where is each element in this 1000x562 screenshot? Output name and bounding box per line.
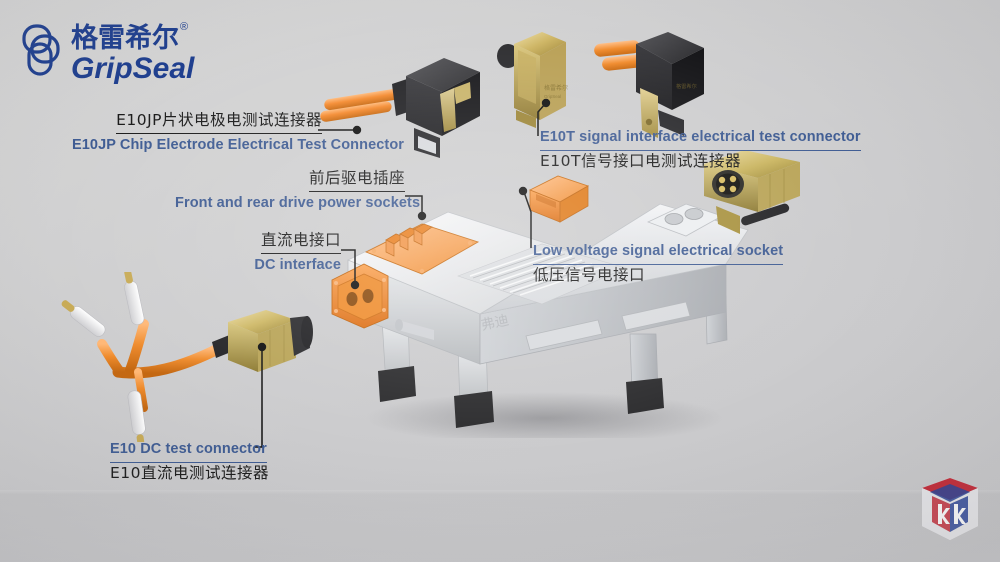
annotation-e10jp-cn: E10JP片状电极电测试连接器 xyxy=(116,110,322,134)
device-cylinder xyxy=(395,319,434,340)
svg-text:格雷希尔: 格雷希尔 xyxy=(676,82,697,90)
annotation-dc-interface-cn: 直流电接口 xyxy=(260,230,341,254)
part-e10-dc-connector xyxy=(52,269,322,448)
gripseal-logo: 格雷希尔 GripSeal ® xyxy=(16,14,216,86)
floor-band xyxy=(0,490,1000,562)
power-control-unit: 弗迪 xyxy=(330,168,750,444)
annotation-e10-dc-cn: E10直流电测试连接器 xyxy=(110,463,270,482)
part-e10jp-connector xyxy=(318,32,498,162)
logo-en-text: GripSeal xyxy=(71,52,195,85)
logo-cn-text: 格雷希尔 xyxy=(71,23,179,54)
annotation-e10jp: E10JP片状电极电测试连接器 E10JP Chip Electrode Ele… xyxy=(72,110,404,156)
annotation-e10-dc-en: E10 DC test connector xyxy=(110,440,267,463)
annotation-e10t: E10T signal interface electrical test co… xyxy=(540,126,861,172)
device-covers xyxy=(525,301,691,351)
svg-text:GripSeal: GripSeal xyxy=(544,94,561,99)
annotation-e10t-cn: E10T信号接口电测试连接器 xyxy=(540,151,741,170)
annotation-dc-interface: 直流电接口 DC interface xyxy=(195,230,341,276)
svg-text:格雷希尔: 格雷希尔 xyxy=(544,84,568,92)
socket-low-voltage xyxy=(528,175,590,223)
svg-text:弗迪: 弗迪 xyxy=(480,312,511,333)
device-top-boss xyxy=(646,203,723,237)
annotation-e10-dc: E10 DC test connector E10直流电测试连接器 xyxy=(110,438,350,484)
socket-front-rear-drive xyxy=(364,223,480,275)
annotation-front-rear-drive: 前后驱电插座 Front and rear drive power socket… xyxy=(175,168,420,214)
annotation-e10jp-en: E10JP Chip Electrode Electrical Test Con… xyxy=(72,136,405,153)
annotation-low-voltage: Low voltage signal electrical socket 低压信… xyxy=(533,240,823,286)
cube-logo-watermark xyxy=(908,470,992,550)
part-gold-signal-socket xyxy=(700,148,810,248)
annotation-low-voltage-cn: 低压信号电接口 xyxy=(533,265,646,284)
annotation-front-rear-drive-cn: 前后驱电插座 xyxy=(308,168,405,192)
annotation-front-rear-drive-en: Front and rear drive power sockets xyxy=(175,194,421,211)
annotation-e10t-en: E10T signal interface electrical test co… xyxy=(540,128,861,151)
registered-mark: ® xyxy=(180,21,188,33)
device-emboss: 弗迪 xyxy=(480,312,511,333)
heatsink-fins xyxy=(457,243,627,305)
annotation-dc-interface-en: DC interface xyxy=(254,256,341,273)
annotation-low-voltage-en: Low voltage signal electrical socket xyxy=(533,242,784,265)
part-e10t-black-connector: 格雷希尔 xyxy=(592,26,722,146)
part-e10t-gold-connector: 格雷希尔 GripSeal xyxy=(494,24,584,134)
